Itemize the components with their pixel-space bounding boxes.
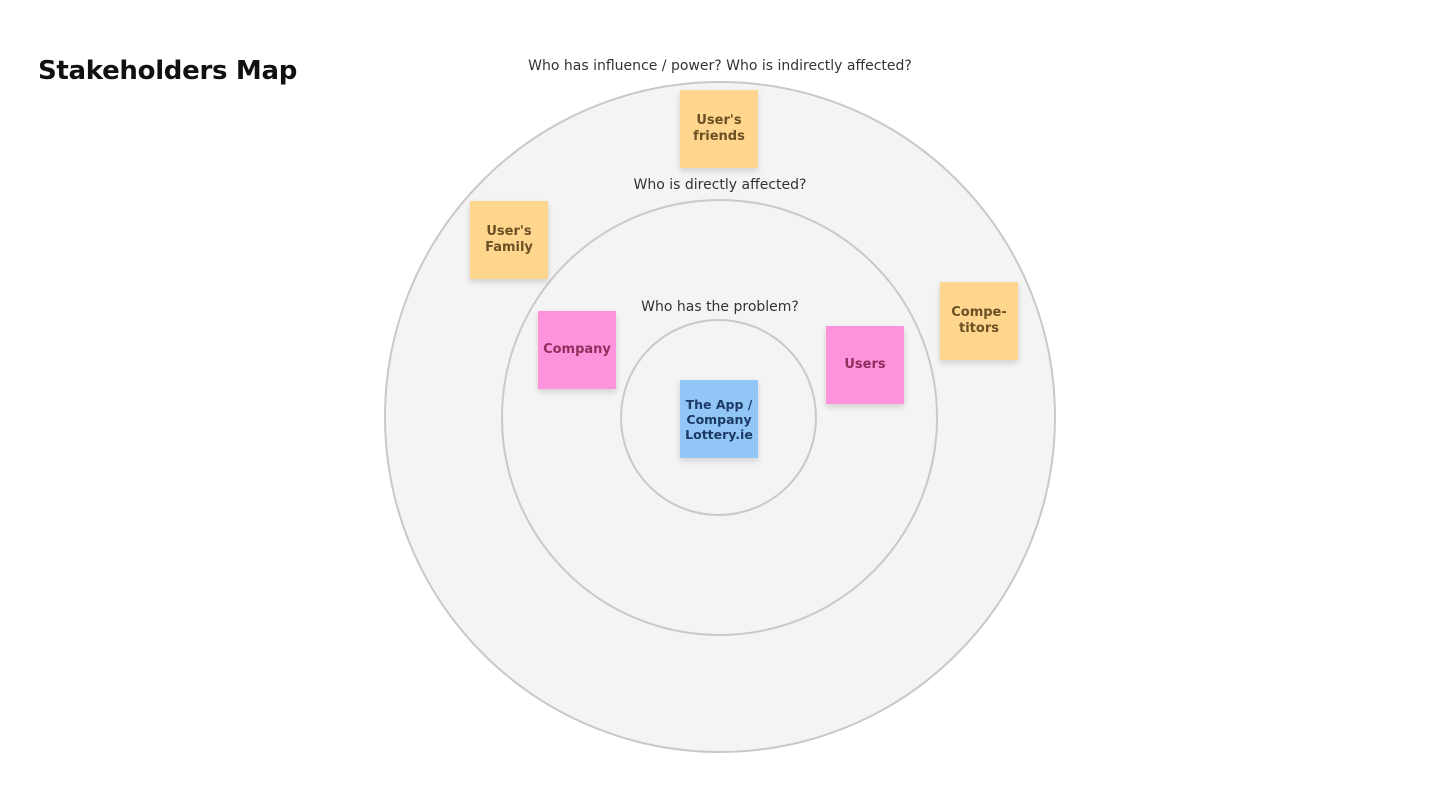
sticky-note-label: The App / Company Lottery.ie	[685, 396, 753, 442]
sticky-note-competitors[interactable]: Compe-titors	[940, 282, 1018, 360]
sticky-note-label: Users	[844, 357, 886, 372]
page-title: Stakeholders Map	[38, 56, 298, 86]
sticky-note-users[interactable]: Users	[826, 326, 904, 404]
sticky-note-label: Compe-titors	[951, 305, 1007, 336]
middle-ring-label: Who is directly affected?	[633, 177, 807, 193]
sticky-note-the-app[interactable]: The App / Company Lottery.ie	[680, 380, 758, 458]
sticky-note-label: Company	[543, 342, 611, 357]
sticky-note-company[interactable]: Company	[538, 311, 616, 389]
sticky-note-users-friends[interactable]: User's friends	[680, 90, 758, 168]
sticky-note-label: User's Family	[485, 224, 533, 255]
outer-ring-label: Who has influence / power? Who is indire…	[528, 58, 912, 74]
sticky-note-label: User's friends	[693, 113, 745, 144]
inner-ring-label: Who has the problem?	[641, 299, 799, 315]
sticky-note-users-family[interactable]: User's Family	[470, 201, 548, 279]
